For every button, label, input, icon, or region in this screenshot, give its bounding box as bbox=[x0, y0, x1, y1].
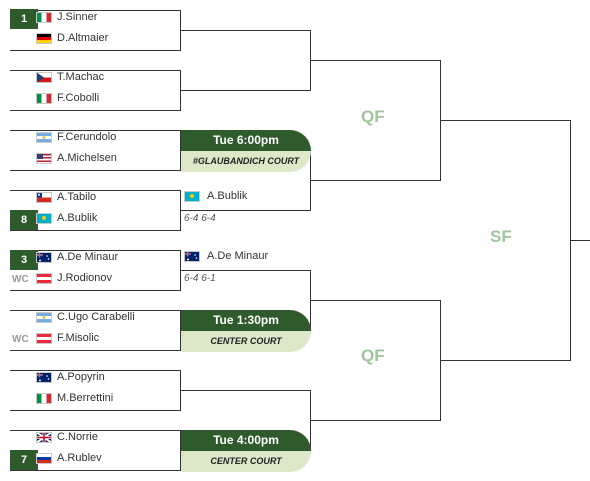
round-label-qf: QF bbox=[361, 346, 385, 365]
uk-flag-icon bbox=[36, 432, 52, 443]
bracket-line bbox=[440, 120, 571, 121]
round-label-sf: SF bbox=[490, 227, 512, 246]
seed-badge: 1 bbox=[10, 9, 38, 29]
player-name: C.Ugo Carabelli bbox=[57, 311, 135, 323]
schedule-badge[interactable]: Tue 1:30pm CENTER COURT bbox=[181, 310, 311, 352]
austria-flag-icon bbox=[36, 273, 52, 284]
bracket-line bbox=[10, 310, 181, 311]
player-name: T.Machac bbox=[57, 71, 105, 83]
player-name: J.Rodionov bbox=[57, 272, 113, 284]
player-name: A.Bublik bbox=[57, 212, 98, 224]
seed-badge: 8 bbox=[10, 210, 38, 230]
player-name: F.Cobolli bbox=[57, 92, 100, 104]
germany-flag-icon bbox=[36, 33, 52, 44]
argentina-flag-icon bbox=[36, 312, 52, 323]
italy-flag-icon bbox=[36, 393, 52, 404]
bracket-line bbox=[310, 300, 441, 301]
bracket-line bbox=[180, 390, 311, 391]
bracket-line bbox=[310, 420, 441, 421]
player-name: F.Misolic bbox=[57, 332, 100, 344]
bracket-line bbox=[10, 250, 181, 251]
court-name: CENTER COURT bbox=[181, 451, 311, 472]
bracket-line bbox=[10, 370, 181, 371]
australia-flag-icon bbox=[184, 251, 200, 262]
round-label-qf: QF bbox=[361, 107, 385, 126]
russia-flag-icon bbox=[36, 453, 52, 464]
bracket-line bbox=[10, 110, 181, 111]
bracket-line bbox=[10, 410, 181, 411]
player-name: F.Cerundolo bbox=[57, 131, 117, 143]
winner-name: A.Bublik bbox=[207, 190, 248, 202]
italy-flag-icon bbox=[36, 12, 52, 23]
bracket-line bbox=[10, 50, 181, 51]
player-name: M.Berrettini bbox=[57, 392, 114, 404]
bracket-line bbox=[10, 170, 181, 171]
bracket-line bbox=[10, 430, 181, 431]
match-score: 6-4 6-1 bbox=[184, 273, 216, 284]
seed-badge: 7 bbox=[10, 450, 38, 470]
player-name: A.Michelsen bbox=[57, 152, 117, 164]
match-time: Tue 1:30pm bbox=[181, 310, 311, 331]
match-time: Tue 6:00pm bbox=[181, 130, 311, 151]
bracket-line bbox=[10, 350, 181, 351]
bracket-line bbox=[180, 270, 311, 271]
bracket-line bbox=[10, 290, 181, 291]
seed-badge: 3 bbox=[10, 250, 38, 270]
bracket-line bbox=[310, 60, 441, 61]
court-name: CENTER COURT bbox=[181, 331, 311, 352]
player-name: C.Norrie bbox=[57, 431, 98, 443]
schedule-badge[interactable]: Tue 4:00pm CENTER COURT bbox=[181, 430, 311, 472]
winner-name: A.De Minaur bbox=[207, 250, 269, 262]
bracket-line bbox=[10, 130, 181, 131]
bracket-line bbox=[310, 180, 441, 181]
kazakhstan-flag-icon bbox=[36, 213, 52, 224]
bracket-line bbox=[10, 230, 181, 231]
player-name: J.Sinner bbox=[57, 11, 98, 23]
bracket-line bbox=[10, 470, 181, 471]
player-name: D.Altmaier bbox=[57, 32, 109, 44]
schedule-badge[interactable]: Tue 6:00pm #GLAUBANDICH COURT bbox=[181, 130, 311, 172]
bracket-line bbox=[180, 90, 311, 91]
australia-flag-icon bbox=[36, 372, 52, 383]
austria-flag-icon bbox=[36, 333, 52, 344]
bracket-line bbox=[10, 70, 181, 71]
bracket-line bbox=[10, 190, 181, 191]
chile-flag-icon bbox=[36, 192, 52, 203]
wildcard-tag: WC bbox=[12, 274, 29, 285]
argentina-flag-icon bbox=[36, 132, 52, 143]
player-name: A.Rublev bbox=[57, 452, 102, 464]
czechia-flag-icon bbox=[36, 72, 52, 83]
player-name: A.Popyrin bbox=[57, 371, 105, 383]
australia-flag-icon bbox=[36, 252, 52, 263]
italy-flag-icon bbox=[36, 93, 52, 104]
bracket-line bbox=[440, 360, 571, 361]
match-time: Tue 4:00pm bbox=[181, 430, 311, 451]
bracket-line bbox=[10, 10, 181, 11]
player-name: A.Tabilo bbox=[57, 191, 97, 203]
wildcard-tag: WC bbox=[12, 334, 29, 345]
kazakhstan-flag-icon bbox=[184, 191, 200, 202]
player-name: A.De Minaur bbox=[57, 251, 119, 263]
usa-flag-icon bbox=[36, 153, 52, 164]
match-score: 6-4 6-4 bbox=[184, 213, 216, 224]
bracket-line bbox=[180, 210, 311, 211]
bracket-line bbox=[180, 30, 311, 31]
bracket-line bbox=[570, 240, 590, 241]
court-name: #GLAUBANDICH COURT bbox=[181, 151, 311, 172]
